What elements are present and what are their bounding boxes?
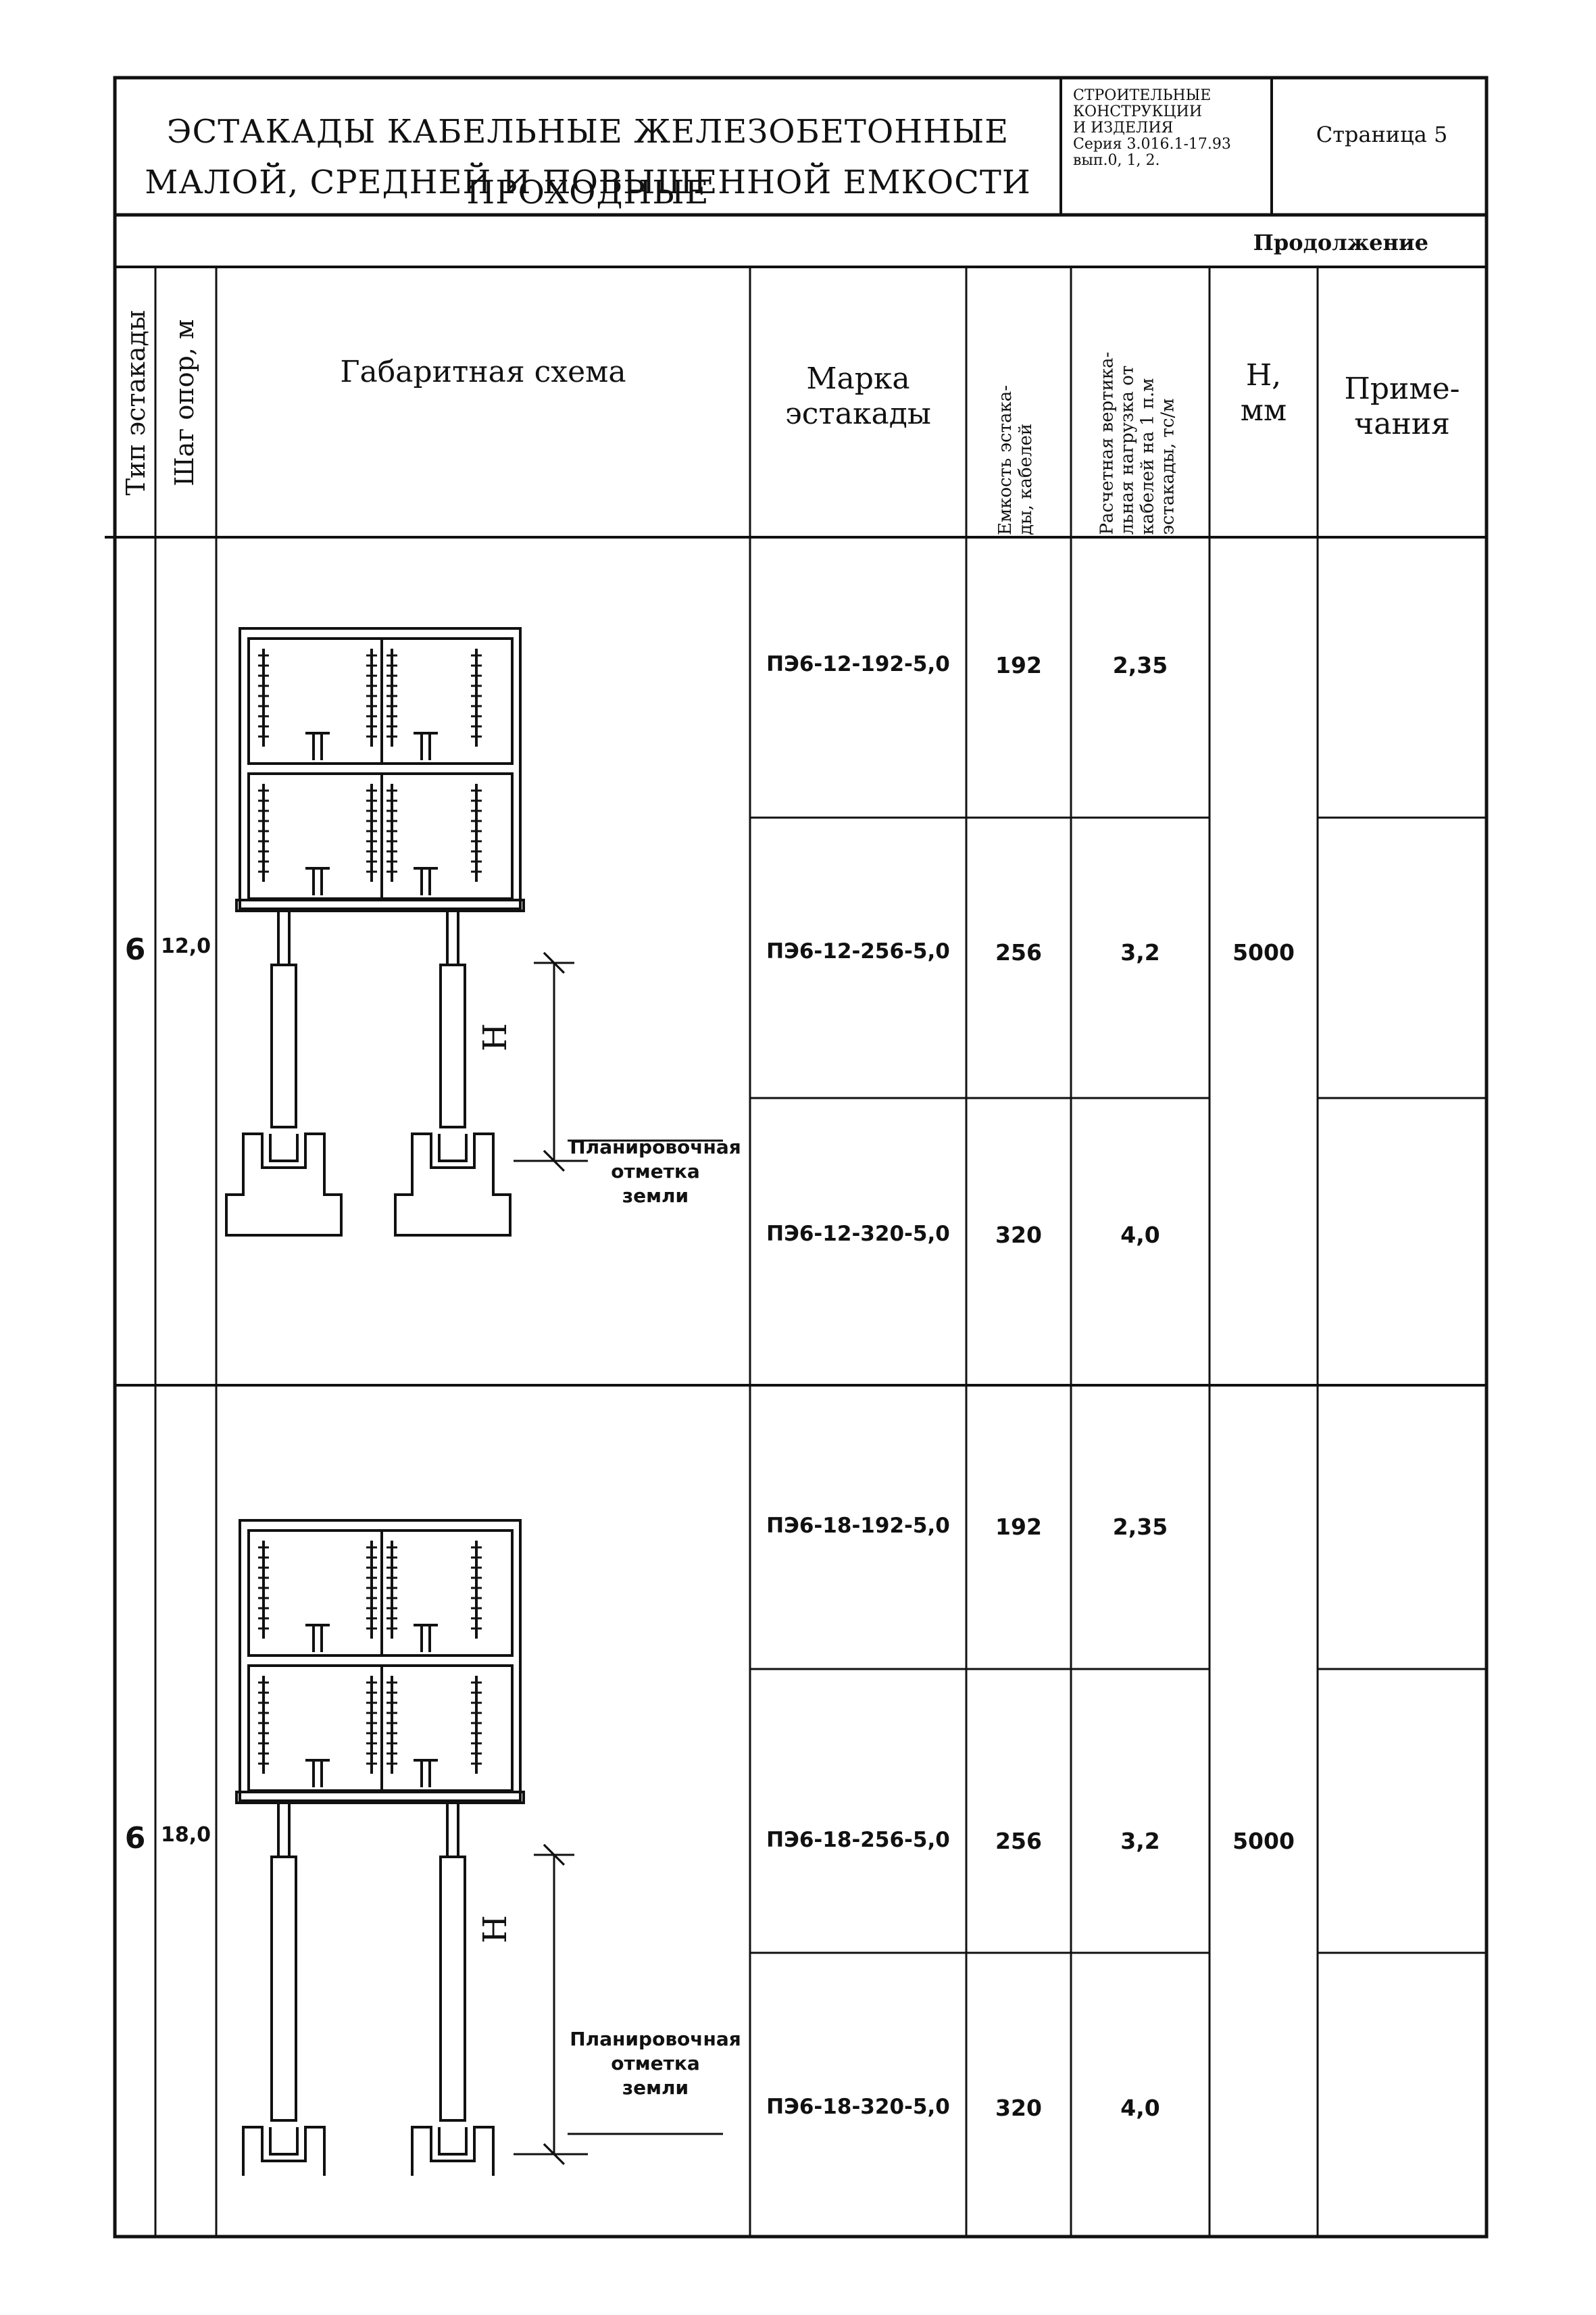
capacity-cell: 192 [995, 652, 1042, 678]
capacity-cell: 256 [995, 1828, 1042, 1854]
capacity-cell: 320 [995, 2095, 1042, 2121]
ground-level-label: Планировочная отметка земли [570, 1136, 741, 1207]
dimension-h-label: H [476, 1915, 514, 1943]
h-cell: 5000 [1232, 939, 1295, 966]
step-cell: 18,0 [160, 1823, 211, 1847]
capacity-cell: 256 [995, 939, 1042, 966]
mark-cell: ПЭ6-12-256-5,0 [766, 939, 950, 964]
capacity-cell: 320 [995, 1222, 1042, 1248]
continuation-label: Продолжение [1253, 230, 1428, 255]
col-notes-header: Приме- чания [1344, 372, 1460, 441]
mark-cell: ПЭ6-18-256-5,0 [766, 1828, 950, 1852]
page-label: Страница 5 [1316, 122, 1448, 147]
load-cell: 2,35 [1112, 652, 1168, 678]
col-scheme-header: Габаритная схема [340, 355, 626, 389]
mark-cell: ПЭ6-18-192-5,0 [766, 1514, 950, 1538]
load-cell: 3,2 [1120, 1828, 1160, 1854]
dimension-h-label: H [476, 1023, 514, 1051]
load-cell: 4,0 [1120, 2095, 1160, 2121]
load-cell: 3,2 [1120, 939, 1160, 966]
overpass-scheme-drawing [225, 627, 723, 1237]
step-cell: 12,0 [160, 935, 211, 958]
mark-cell: ПЭ6-12-320-5,0 [766, 1222, 950, 1246]
overpass-scheme-drawing [235, 1519, 723, 2176]
type-cell: 6 [124, 1821, 146, 1856]
load-cell: 4,0 [1120, 1222, 1160, 1248]
col-step-header: Шаг опор, м [170, 319, 199, 487]
document-title-line1: ЭСТАКАДЫ КАБЕЛЬНЫЕ ЖЕЛЕЗОБЕТОННЫЕ ПРОХОД… [166, 113, 1009, 211]
mark-cell: ПЭ6-12-192-5,0 [766, 652, 950, 676]
h-cell: 5000 [1232, 1828, 1295, 1854]
mark-cell: ПЭ6-18-320-5,0 [766, 2095, 950, 2119]
ground-level-label: Планировочная отметка земли [570, 2028, 741, 2099]
document-title-line2: МАЛОЙ, СРЕДНЕЙ И ПОВЫШЕННОЙ ЕМКОСТИ [145, 164, 1031, 201]
col-h-header: H, мм [1240, 358, 1287, 428]
col-type-header: Тип эстакады [121, 309, 151, 496]
load-cell: 2,35 [1112, 1514, 1168, 1540]
series-block: СТРОИТЕЛЬНЫЕ КОНСТРУКЦИИ И ИЗДЕЛИЯ Серия… [1073, 87, 1231, 169]
col-mark-header: Марка эстакады [785, 362, 931, 431]
col-load-header: Расчетная вертика- льная нагрузка от каб… [1097, 351, 1178, 535]
capacity-cell: 192 [995, 1514, 1042, 1540]
type-cell: 6 [124, 932, 146, 967]
col-capacity-header: Емкость эстака- ды, кабелей [995, 384, 1036, 535]
